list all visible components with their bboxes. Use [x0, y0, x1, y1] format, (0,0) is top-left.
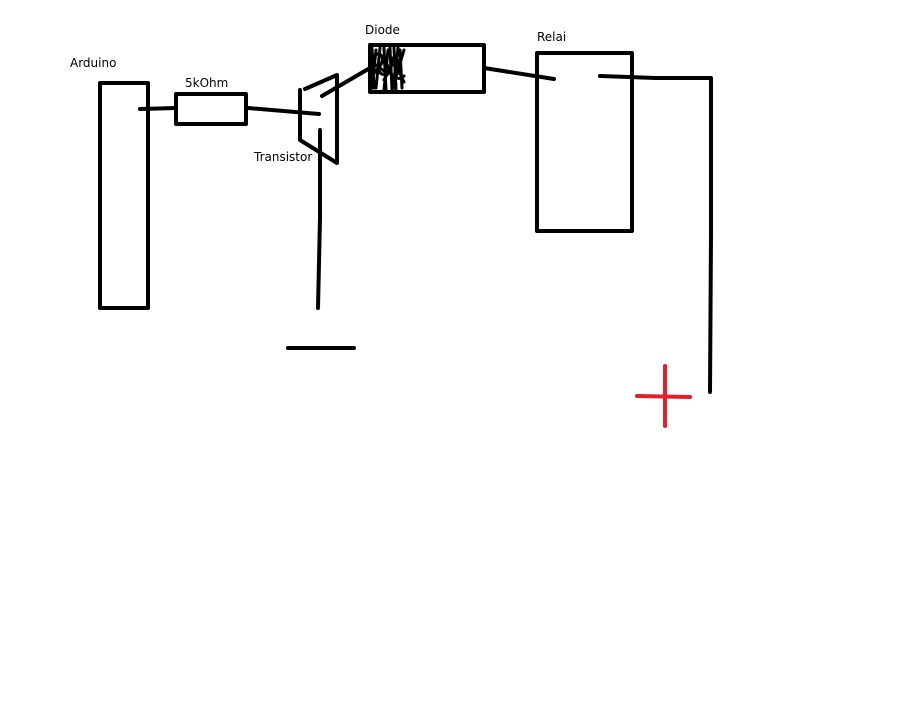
wire-resistor-transistor: [246, 106, 321, 116]
wire-relai-supply: [598, 74, 713, 394]
transistor-symbol: [298, 73, 339, 165]
wire-transistor-ground: [316, 128, 322, 310]
wire-diode-relai: [482, 66, 556, 81]
relai-label: Relai: [537, 30, 567, 44]
resistor-label: 5kOhm: [185, 76, 229, 90]
resistor-block: [174, 92, 248, 126]
diode-label: Diode: [365, 23, 400, 37]
relai-block: [535, 51, 634, 233]
wire-arduino-resistor: [138, 106, 178, 111]
transistor-label: Transistor: [254, 150, 313, 164]
diode-scribble: [370, 46, 406, 92]
arduino-block: [98, 81, 150, 310]
arduino-label: Arduino: [70, 56, 117, 70]
plus-sign-icon: [635, 364, 692, 428]
transistor-collector-lead: [320, 66, 372, 98]
